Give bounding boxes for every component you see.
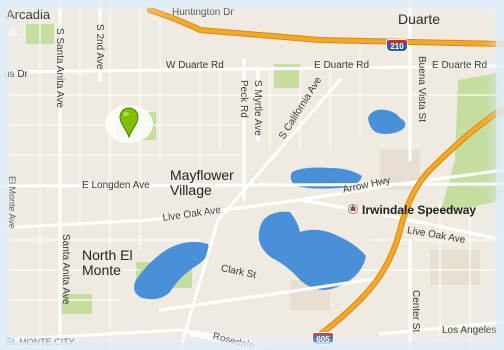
i210-shield-icon: 210 — [386, 39, 408, 52]
label-s-myrtle-ave: S Myrtle Ave — [252, 80, 263, 136]
label-el-monte-ave: El Monte Ave — [7, 176, 17, 229]
label-e-duarte-rd-1: E Duarte Rd — [314, 60, 370, 71]
duarte-rd-line — [0, 64, 504, 74]
freeways — [147, 7, 504, 339]
poi-irwindale-speedway[interactable]: Irwindale Speedway — [362, 203, 477, 217]
label-us-dr: us Dr — [4, 69, 28, 80]
lake-north — [368, 109, 406, 134]
i210-freeway — [148, 8, 504, 46]
el-monte-line — [0, 328, 272, 347]
longden-ave-line — [0, 182, 504, 188]
block-3 — [430, 250, 480, 285]
lake-large — [258, 211, 366, 290]
i605-freeway — [316, 106, 504, 338]
label-huntington-dr: Huntington Dr — [172, 7, 234, 18]
place-north-el-monte: North El Monte — [82, 247, 133, 278]
label-e-longden-ave: E Longden Ave — [82, 180, 150, 191]
label-w-duarte-rd: W Duarte Rd — [166, 60, 224, 71]
i605-shield-label: 605 — [316, 335, 330, 344]
speedway-icon — [348, 204, 358, 214]
live-oak-east-line — [298, 198, 504, 242]
place-duarte: Duarte — [398, 11, 441, 27]
place-arcadia: Arcadia — [6, 7, 51, 22]
map-arrow-icon[interactable] — [6, 24, 20, 38]
park-east — [440, 72, 504, 214]
label-s-santa-anita-ave: S Santa Anita Ave — [54, 28, 65, 108]
label-los-angeles: Los Angeles — [442, 325, 497, 336]
los-angeles-line — [378, 320, 504, 336]
label-center-st: Center St — [410, 290, 421, 333]
park-south-west — [60, 294, 92, 314]
i605-shield-icon: 605 — [312, 332, 334, 345]
location-pin-icon[interactable] — [117, 106, 141, 138]
lake-west — [134, 242, 209, 300]
place-el-monte-city: EL MONTE CITY — [6, 337, 75, 347]
place-mayflower-village: Mayflower Village — [170, 167, 234, 198]
label-peck-rd: Peck Rd — [238, 80, 249, 118]
rosedale-line — [188, 332, 262, 350]
label-s-2nd-ave: S 2nd Ave — [94, 24, 105, 70]
i210-shield-label: 210 — [390, 42, 404, 51]
label-santa-anita-ave: Santa Anita Ave — [60, 234, 71, 305]
clark-st-line — [158, 276, 382, 312]
label-buena-vista-st: Buena Vista St — [416, 56, 427, 122]
label-e-duarte-rd-2: E Duarte Rd — [432, 60, 488, 71]
